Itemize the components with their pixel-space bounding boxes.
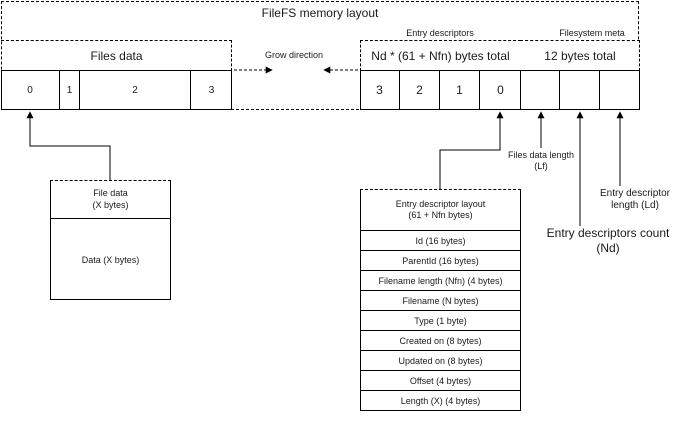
- entry-cell-3: 3: [360, 70, 400, 110]
- entry-descriptors-cells: [360, 70, 521, 110]
- entry-field-row: Offset (4 bytes): [360, 371, 521, 391]
- entry-layout-box: [360, 189, 521, 411]
- file-cell-0: 0: [1, 70, 60, 110]
- entry-field-row: ParentId (16 bytes): [360, 251, 521, 271]
- entry-descriptors-label: Entry descriptors: [406, 28, 474, 38]
- filesystem-meta-header: [520, 40, 640, 71]
- entry-cell-0: 0: [497, 83, 504, 97]
- entry-field-row: Length (X) (4 bytes): [400, 396, 481, 406]
- file-cell-1: 1: [60, 70, 80, 110]
- filesystem-meta-label: Filesystem meta: [559, 28, 625, 38]
- file-data-connector: [26, 111, 111, 180]
- entry-field-row: Filename (N bytes): [360, 291, 521, 311]
- entry-descriptors-count-label: Entry descriptors count (Nd): [546, 226, 670, 255]
- meta-cell-nd: [560, 70, 600, 110]
- entry-descriptor-length-label: Entry descriptor length (Ld): [599, 187, 671, 212]
- entry-layout-header: Entry descriptor layout (61 + Nfn bytes): [360, 190, 521, 231]
- file-data-box: [50, 180, 171, 300]
- entry-field-row: Updated on (8 bytes): [360, 351, 521, 371]
- meta-cell-lf: [520, 70, 560, 110]
- grow-direction-label: Grow direction: [264, 50, 324, 60]
- entry-field-row: Type (1 byte): [360, 311, 521, 331]
- entry-field-row: Id (16 bytes): [360, 231, 521, 251]
- entry-field-row: Filename length (Nfn) (4 bytes): [360, 271, 521, 291]
- files-data-label: Files data: [90, 48, 143, 63]
- entry-layout-connector: [439, 111, 504, 189]
- files-data-length-label: Files data length (Lf): [507, 149, 575, 171]
- entry-field-row: Created on (8 bytes): [360, 331, 521, 351]
- file-cell-2: 2: [80, 70, 191, 110]
- entry-descriptors-header-label: Nd * (61 + Nfn) bytes total: [371, 48, 510, 63]
- file-data-header: File data (X bytes): [50, 181, 171, 219]
- filesystem-meta-header-label: 12 bytes total: [544, 48, 616, 63]
- meta-cell-ld: [600, 70, 640, 110]
- entry-layout-fields: Id (16 bytes)ParentId (16 bytes)Filename…: [360, 231, 521, 411]
- file-data-body: Data (X bytes): [81, 254, 140, 265]
- files-data-cells: [1, 70, 232, 110]
- meta-cells: [520, 70, 640, 110]
- entry-cell-2: 2: [400, 70, 440, 110]
- file-cell-3: 3: [208, 84, 215, 96]
- entry-cell-1: 1: [440, 70, 480, 110]
- diagram-title: FileFS memory layout: [261, 6, 379, 20]
